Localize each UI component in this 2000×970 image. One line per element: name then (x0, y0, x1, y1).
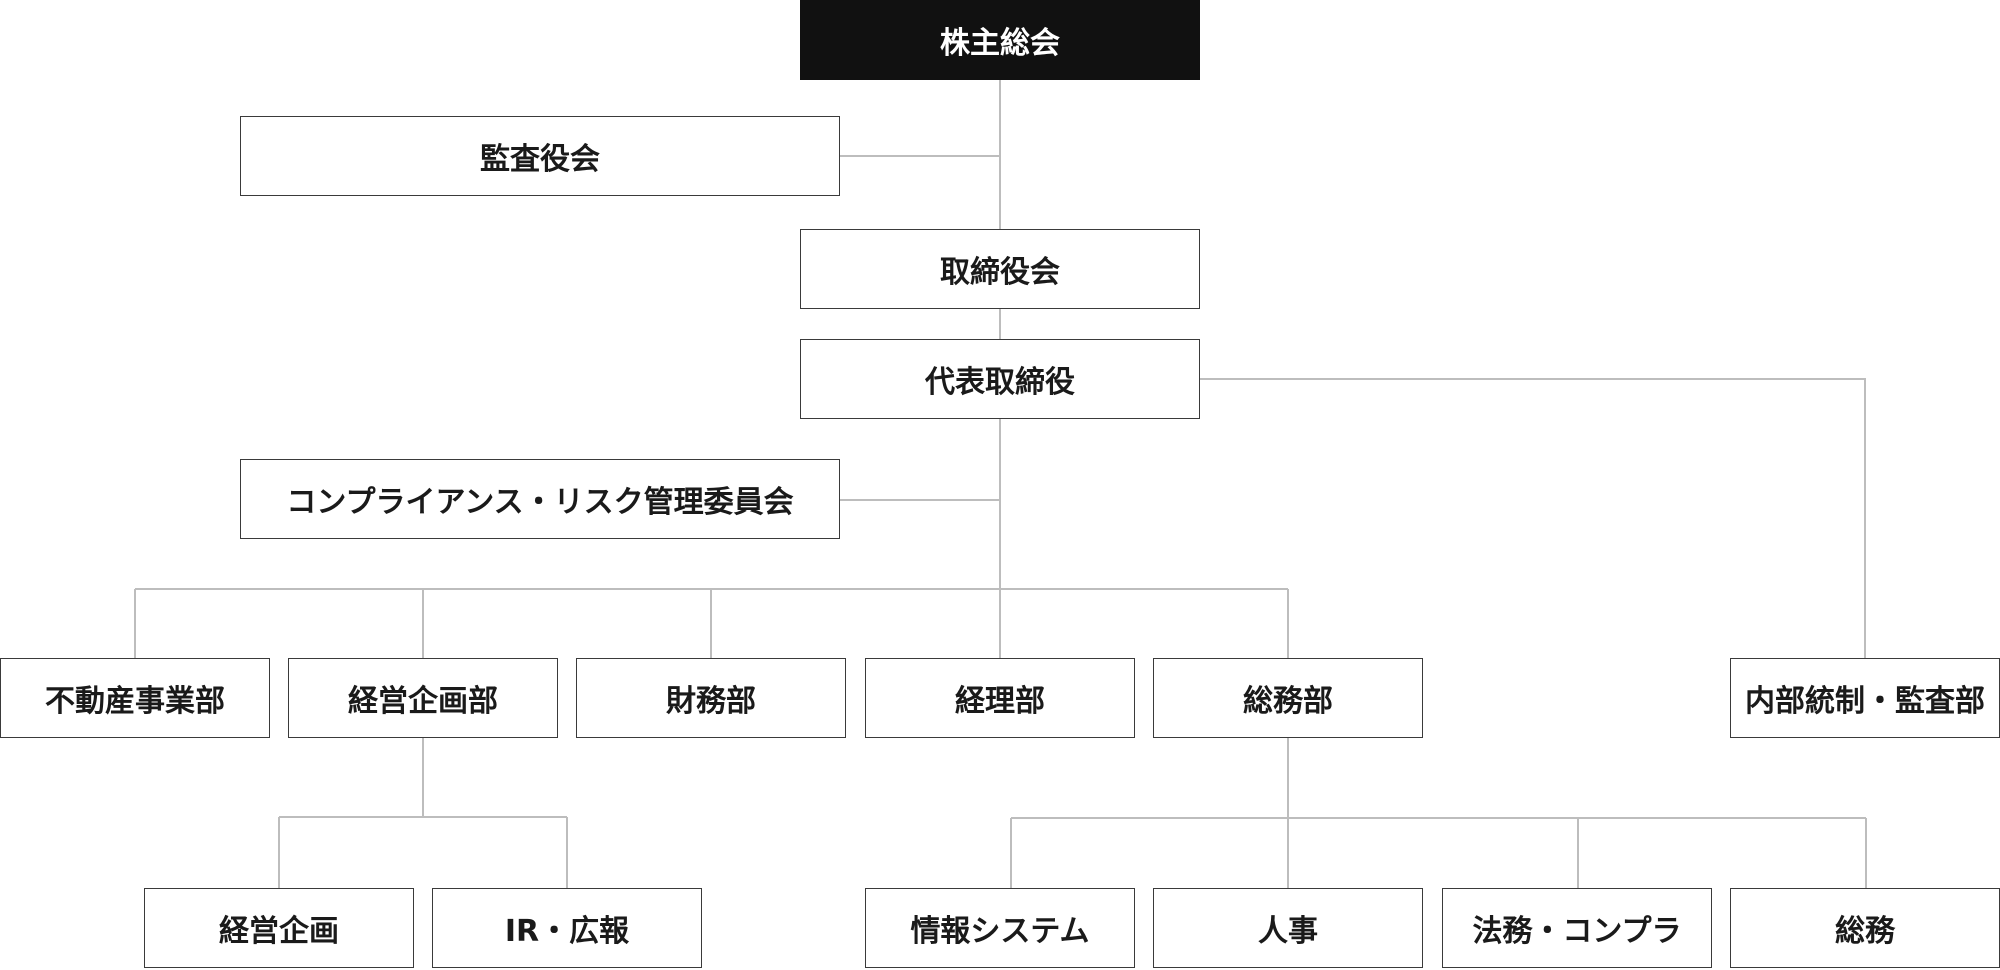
connector-internal-audit (1200, 378, 1866, 658)
node-real-estate: 不動産事業部 (0, 658, 270, 738)
node-corporate-planning-dept: 経営企画部 (288, 658, 558, 738)
node-general-affairs: 総務 (1730, 888, 2000, 968)
node-general-affairs-dept: 総務部 (1153, 658, 1423, 738)
node-board-of-directors: 取締役会 (800, 229, 1200, 309)
connector-planning-sub (278, 738, 568, 888)
node-representative-director: 代表取締役 (800, 339, 1200, 419)
node-audit-board: 監査役会 (240, 116, 840, 196)
connector-general-affairs-sub (1010, 738, 1867, 888)
node-compliance-committee: コンプライアンス・リスク管理委員会 (240, 459, 840, 539)
node-corporate-planning: 経営企画 (144, 888, 414, 968)
node-ir-pr: IR・広報 (432, 888, 702, 968)
node-legal-compliance: 法務・コンプラ (1442, 888, 1712, 968)
node-information-systems: 情報システム (865, 888, 1135, 968)
node-finance: 財務部 (576, 658, 846, 738)
node-hr: 人事 (1153, 888, 1423, 968)
node-internal-audit: 内部統制・監査部 (1730, 658, 2000, 738)
node-accounting: 経理部 (865, 658, 1135, 738)
node-shareholders-meeting: 株主総会 (800, 0, 1200, 80)
